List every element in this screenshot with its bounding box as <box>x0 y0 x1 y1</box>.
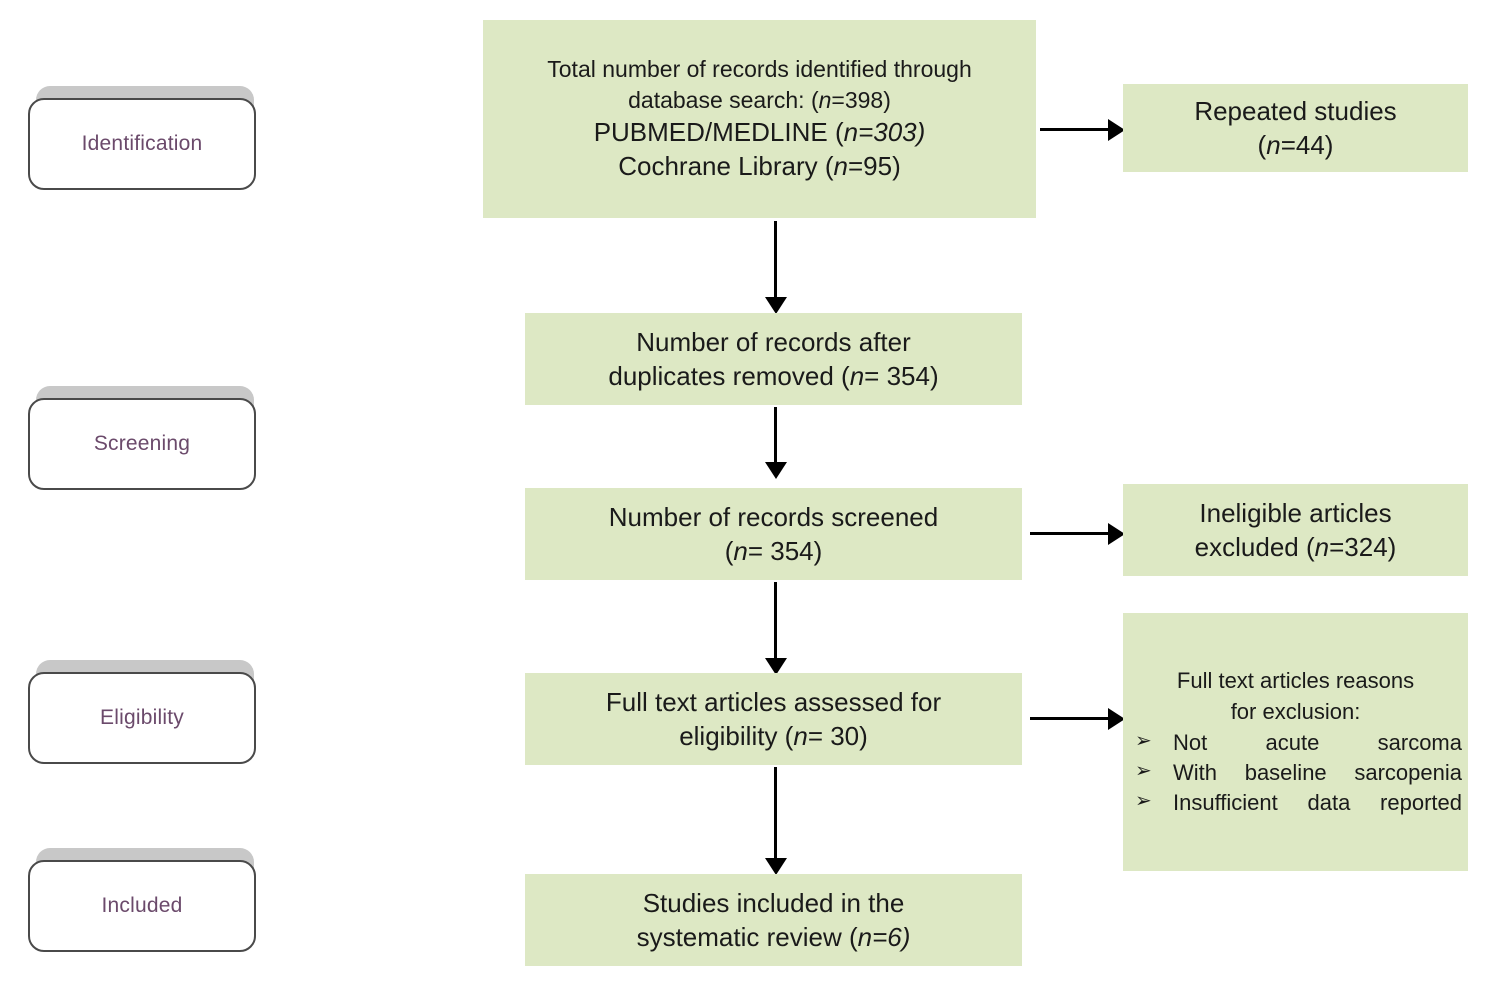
studies-included-line-1: Studies included in the <box>642 887 905 918</box>
stage-label-eligibility: Eligibility <box>100 706 184 729</box>
bullet-arrow-icon: ➢ <box>1135 790 1152 813</box>
duplicates-removed-line-2: duplicates removed (n= 354) <box>608 361 939 391</box>
full-text-assessed-line-2: eligibility (n= 30) <box>679 721 868 751</box>
connector-line-to-full-text-assessed <box>774 582 777 660</box>
box-duplicates-removed: Number of records after duplicates remov… <box>525 313 1022 405</box>
full-text-assessed-line-1: Full text articles assessed for <box>605 686 942 717</box>
box-records-identified: Total number of records identified throu… <box>483 20 1036 218</box>
connector-arrowhead-to-records-screened <box>765 462 787 479</box>
bullet-arrow-icon: ➢ <box>1135 760 1152 783</box>
connector-arrowhead-to-exclusion-reasons <box>1108 708 1125 730</box>
connector-arrowhead-to-full-text-assessed <box>765 658 787 675</box>
studies-included-line-2: systematic review (n=6) <box>636 922 911 952</box>
exclusion-reason-text: With baseline sarcopenia <box>1173 760 1462 786</box>
box-studies-included: Studies included in the systematic revie… <box>525 874 1022 966</box>
exclusion-reason-item: ➢ With baseline sarcopenia <box>1129 758 1462 787</box>
records-screened-line-1: Number of records screened <box>608 501 939 532</box>
box-repeated-studies: Repeated studies (n=44) <box>1123 84 1468 172</box>
records-identified-line-1: Total number of records identified throu… <box>547 56 972 83</box>
connector-arrowhead-to-ineligible-articles <box>1108 523 1125 545</box>
records-identified-line-3: PUBMED/MEDLINE (n=303) <box>593 117 926 148</box>
repeated-studies-line-1: Repeated studies <box>1194 95 1397 126</box>
box-records-screened: Number of records screened (n= 354) <box>525 488 1022 580</box>
connector-line-to-repeated-studies <box>1040 128 1112 131</box>
connector-line-to-exclusion-reasons <box>1030 717 1112 720</box>
stage-card[interactable]: Identification <box>28 98 256 190</box>
stage-card[interactable]: Eligibility <box>28 672 256 764</box>
bullet-arrow-icon: ➢ <box>1135 729 1152 752</box>
stage-card[interactable]: Screening <box>28 398 256 490</box>
connector-arrowhead-to-included <box>765 858 787 875</box>
records-identified-line-2: database search: (n=398) <box>628 86 891 113</box>
stage-label-screening: Screening <box>93 432 191 455</box>
box-exclusion-reasons: Full text articles reasons for exclusion… <box>1123 613 1468 871</box>
stage-label-identification: Identification <box>81 132 203 155</box>
connector-arrowhead-to-repeated-studies <box>1108 119 1125 141</box>
ineligible-articles-line-1: Ineligible articles <box>1199 497 1392 528</box>
exclusion-reason-text: Not acute sarcoma <box>1173 729 1462 755</box>
exclusion-reasons-heading-line-1: Full text articles reasons <box>1176 667 1415 693</box>
repeated-studies-line-2: (n=44) <box>1257 130 1334 160</box>
exclusion-reason-item: ➢ Not acute sarcoma <box>1129 728 1462 757</box>
connector-line-to-ineligible-articles <box>1030 532 1112 535</box>
box-full-text-assessed: Full text articles assessed for eligibil… <box>525 673 1022 765</box>
exclusion-reason-text: Insufficient data reported <box>1173 790 1462 816</box>
exclusion-reasons-list: ➢ Not acute sarcoma ➢ With baseline sarc… <box>1129 728 1462 817</box>
ineligible-articles-line-2: excluded (n=324) <box>1194 532 1397 562</box>
stage-card[interactable]: Included <box>28 860 256 952</box>
records-identified-line-4: Cochrane Library (n=95) <box>618 151 901 182</box>
connector-line-to-records-screened <box>774 407 777 464</box>
connector-arrowhead-to-duplicates-removed <box>765 297 787 314</box>
stage-label-included: Included <box>101 894 183 917</box>
exclusion-reasons-heading-line-2: for exclusion: <box>1230 698 1361 724</box>
records-screened-line-2: (n= 354) <box>724 536 823 566</box>
connector-line-to-included <box>774 767 777 860</box>
exclusion-reason-item: ➢ Insufficient data reported <box>1129 788 1462 817</box>
box-ineligible-articles: Ineligible articles excluded (n=324) <box>1123 484 1468 576</box>
duplicates-removed-line-1: Number of records after <box>636 326 911 357</box>
connector-line-to-duplicates-removed <box>774 221 777 299</box>
